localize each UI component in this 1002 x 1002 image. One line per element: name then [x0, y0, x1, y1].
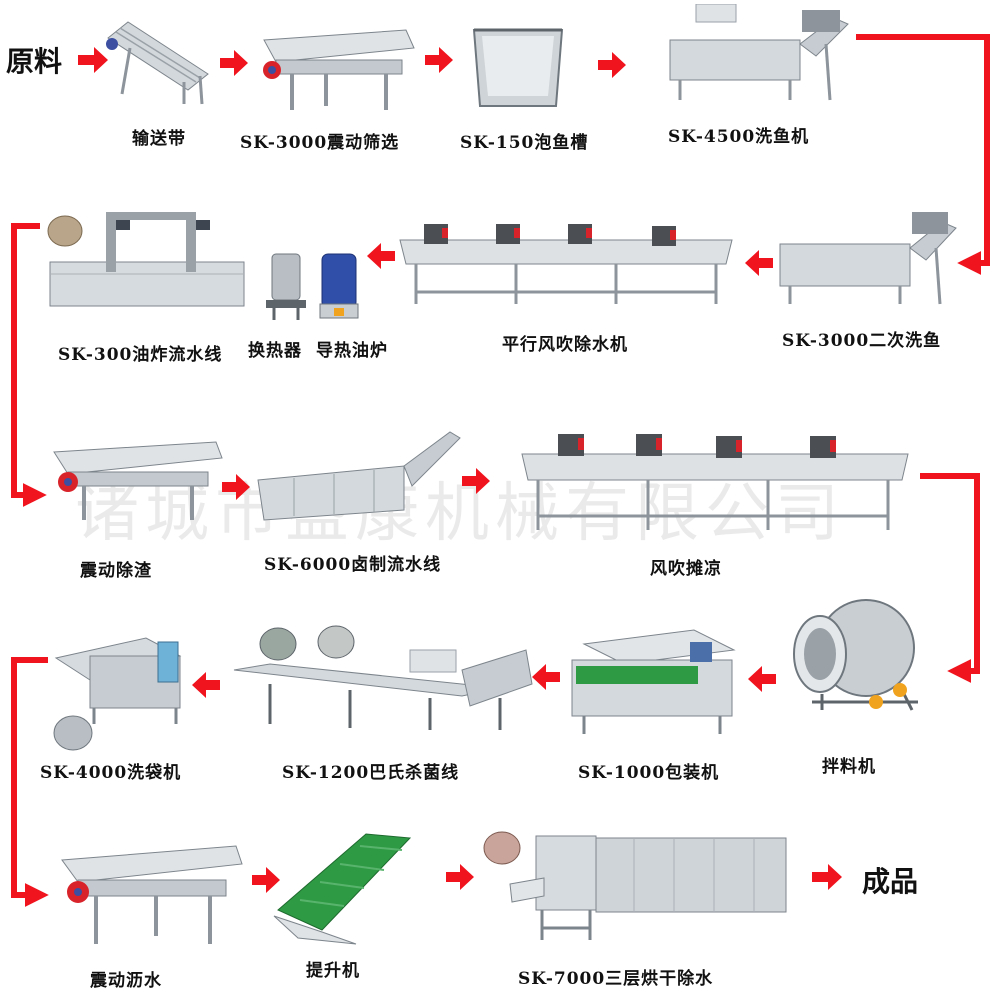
- pasteurization-inset-1: [258, 626, 298, 662]
- fried-fish-inset: [46, 214, 84, 248]
- step-label-6: 平行风吹除水机: [502, 335, 628, 355]
- step-label-3: SK-150泡鱼槽: [460, 133, 589, 153]
- arrow-4: [745, 250, 773, 276]
- step-label-7: 换热器: [248, 341, 302, 361]
- bag-washer-image: [50, 628, 200, 728]
- step-label-14: SK-1000包装机: [578, 763, 720, 783]
- pasteurization-inset-2: [316, 624, 356, 660]
- arrow-5: [367, 243, 395, 269]
- step-label-19: SK-7000三层烘干除水: [518, 969, 714, 989]
- step-label-2: SK-3000震动筛选: [240, 133, 400, 153]
- braising-line-image: [254, 426, 462, 524]
- air-dryer-image: [396, 218, 738, 308]
- arrow-2: [425, 47, 453, 73]
- arrow-12: [446, 864, 474, 890]
- step-label-5: SK-3000二次洗鱼: [782, 331, 942, 351]
- step-label-15: SK-1200巴氏杀菌线: [282, 763, 460, 783]
- connector-left-2: [11, 657, 49, 907]
- arrow-8: [748, 666, 776, 692]
- soaking-tank-image: [468, 22, 568, 114]
- vibrating-deslag-image: [48, 432, 226, 524]
- conveyor-belt-image: [100, 8, 210, 106]
- triple-dryer-image: [504, 828, 794, 954]
- dryer-inset: [482, 830, 522, 866]
- vibrating-screen-image: [256, 22, 416, 114]
- arrow-start: [78, 47, 108, 73]
- heat-exchanger-image: [262, 250, 310, 324]
- connector-left-1: [11, 223, 47, 507]
- step-label-12: 风吹摊凉: [650, 559, 722, 579]
- fryer-line-image: [46, 208, 248, 316]
- step-label-8: 导热油炉: [316, 341, 388, 361]
- company-watermark: 诸城市盛康机械有限公司: [75, 477, 845, 551]
- step-label-11: SK-6000卤制流水线: [264, 555, 442, 575]
- arrow-1: [220, 50, 248, 76]
- connector-right-1: [856, 34, 990, 275]
- step-label-10: 震动除渣: [80, 561, 152, 581]
- step-label-16: SK-4000洗袋机: [40, 763, 182, 783]
- arrow-6: [222, 474, 250, 500]
- step-label-9: SK-300油炸流水线: [58, 345, 223, 365]
- step-label-4: SK-4500洗鱼机: [668, 127, 810, 147]
- mixer-image: [782, 594, 928, 714]
- oil-furnace-image: [316, 250, 362, 324]
- arrow-3: [598, 52, 626, 78]
- step-label-18: 提升机: [306, 961, 360, 981]
- step-label-1: 输送带: [132, 129, 186, 149]
- arrow-11: [252, 867, 280, 893]
- packaging-machine-image: [564, 620, 742, 740]
- elevator-image: [270, 826, 414, 948]
- bag-washer-inset: [52, 714, 94, 752]
- step-label-17: 震动沥水: [90, 971, 162, 991]
- connector-right-2: [920, 473, 980, 683]
- arrow-10: [192, 672, 220, 698]
- arrow-end: [812, 864, 842, 890]
- fish-washer-image: [666, 4, 856, 104]
- pasteurization-line-image: [230, 624, 536, 734]
- second-washer-image: [776, 208, 962, 308]
- vibrating-drain-image: [56, 836, 246, 948]
- air-cooling-image: [518, 430, 914, 534]
- arrow-9: [532, 664, 560, 690]
- end-label: 成品: [862, 865, 919, 898]
- step-label-13: 拌料机: [822, 757, 876, 777]
- arrow-7: [462, 468, 490, 494]
- start-label: 原料: [6, 45, 63, 78]
